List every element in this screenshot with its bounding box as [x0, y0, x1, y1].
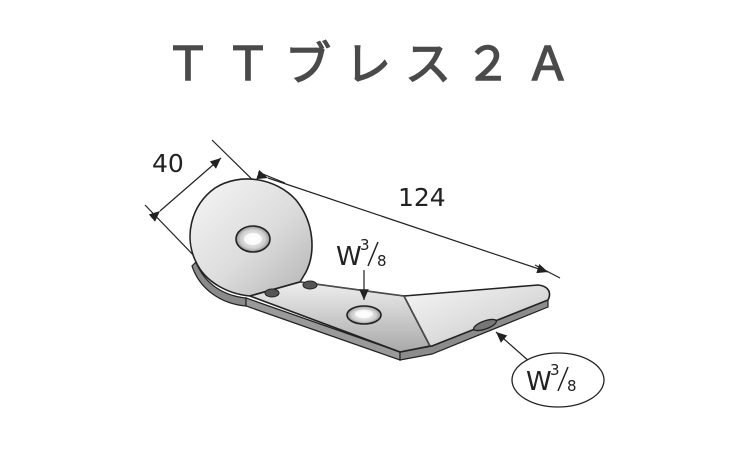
slot-hole	[302, 280, 318, 290]
callout-ellipse	[511, 352, 605, 408]
callout-denominator: 8	[567, 377, 577, 395]
bracket-shape	[189, 178, 551, 361]
callout-denominator: 8	[377, 252, 387, 270]
leader-line	[495, 331, 531, 363]
product-title: ＴＴブレス２Ａ	[165, 37, 585, 91]
center-hole-callout: W 3 8	[336, 236, 387, 300]
dimension-line	[256, 170, 549, 274]
end-hole-callout: W 3 8	[495, 331, 605, 408]
width-dimension: 40	[144, 139, 271, 263]
slot-hole	[264, 288, 280, 298]
end-hole	[472, 318, 498, 332]
callout-numerator: 3	[550, 361, 560, 379]
callout-letter: W	[336, 242, 362, 272]
fraction-slash	[367, 241, 379, 267]
dimension-line	[148, 157, 222, 222]
fraction-slash	[557, 366, 569, 392]
length-label: 124	[398, 183, 446, 212]
callout-numerator: 3	[360, 236, 370, 254]
width-label: 40	[152, 149, 184, 178]
callout-letter: W	[526, 367, 552, 397]
length-dimension: 124	[256, 170, 561, 279]
